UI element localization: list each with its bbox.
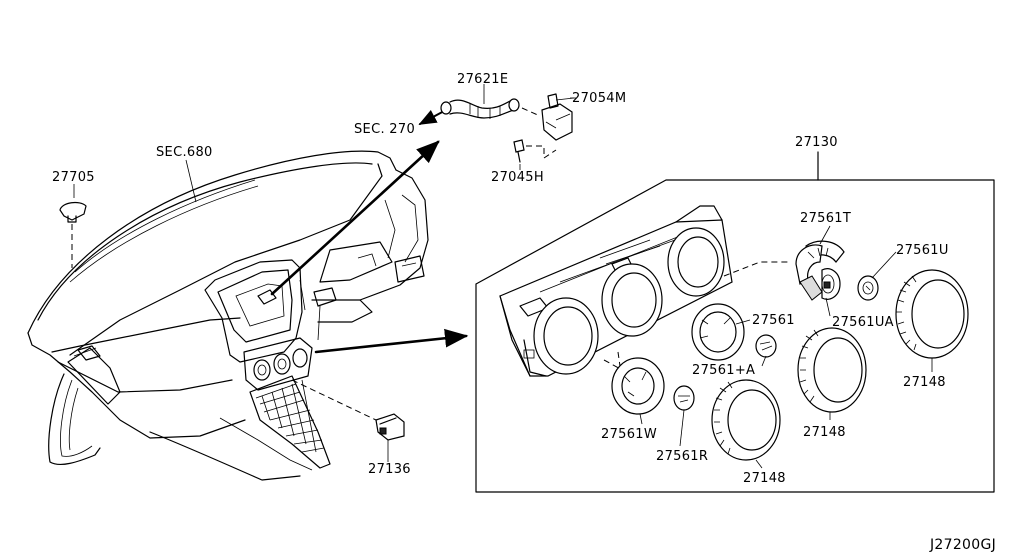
label-27621e: 27621E	[457, 72, 508, 87]
arrow-to-sec270	[418, 109, 447, 125]
label-27561a: 27561+A	[692, 363, 755, 378]
aspirator-hose	[440, 93, 575, 163]
locator-arrows	[270, 109, 469, 354]
label-sec680: SEC.680	[156, 145, 213, 160]
exploded-knobs	[603, 240, 879, 415]
label-27705: 27705	[52, 170, 95, 185]
arrow-to-control	[314, 328, 469, 354]
heater-control-panel	[499, 205, 733, 377]
dashboard-illustration	[27, 150, 429, 481]
control-assembly-box	[475, 151, 995, 493]
label-27561w: 27561W	[601, 427, 657, 442]
label-27561: 27561	[752, 313, 795, 328]
knob-ring-right	[895, 269, 969, 359]
label-27561r: 27561R	[656, 449, 708, 464]
label-27561ua: 27561UA	[832, 315, 894, 330]
clip-27705	[59, 201, 87, 268]
label-27054m: 27054M	[572, 91, 626, 106]
diagram-code: J27200GJ	[929, 537, 996, 553]
label-27136: 27136	[368, 462, 411, 477]
label-27130: 27130	[795, 135, 838, 150]
switch-27136	[291, 379, 405, 441]
knob-ring-bottom	[711, 379, 781, 461]
label-27148-middle: 27148	[803, 425, 846, 440]
arrow-to-hose	[270, 140, 440, 296]
label-27561t: 27561T	[800, 211, 851, 226]
label-27045h: 27045H	[491, 170, 544, 185]
label-sec270: SEC. 270	[354, 122, 415, 137]
label-27148-bottom: 27148	[743, 471, 786, 486]
label-27561u: 27561U	[896, 243, 949, 258]
outer-rings	[711, 269, 969, 461]
knob-ring-middle	[797, 327, 867, 413]
callout-labels: SEC.680 27705 27621E SEC. 270 27054M 270…	[52, 72, 996, 553]
label-27148-right: 27148	[903, 375, 946, 390]
leader-lines	[73, 84, 933, 469]
